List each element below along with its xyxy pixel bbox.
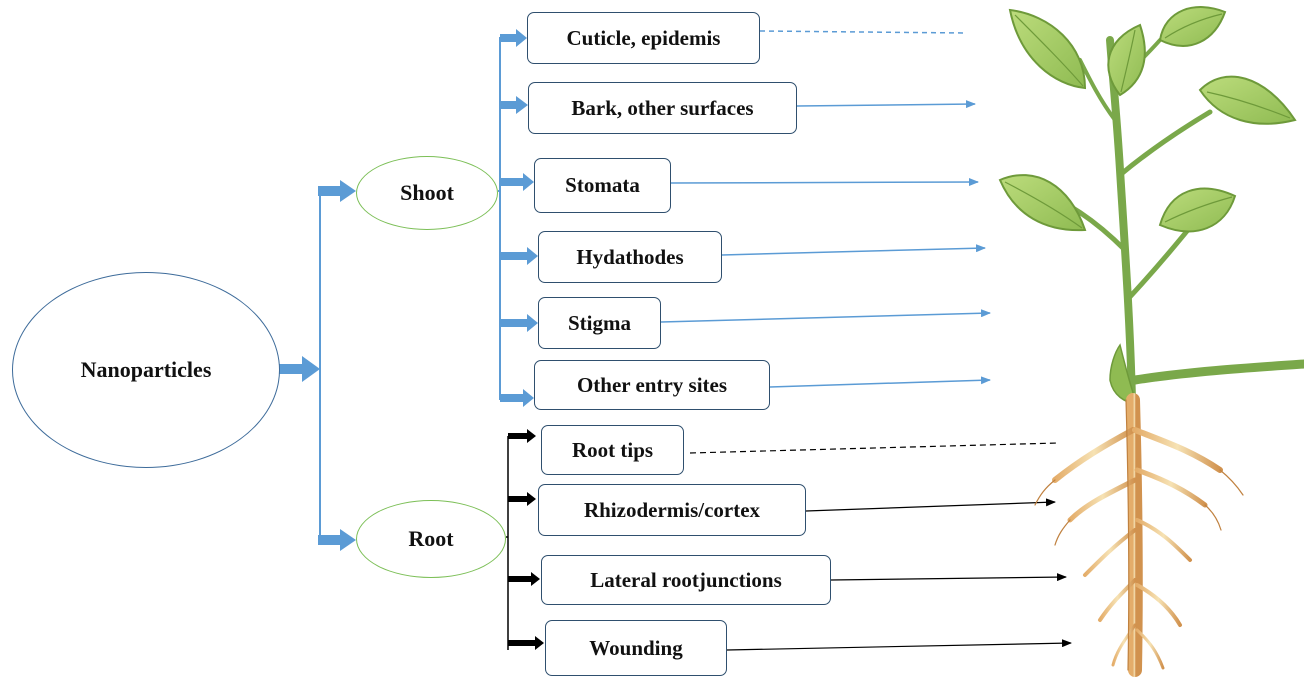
plant-illustration [998, 6, 1304, 677]
root-output-dashed [689, 442, 1059, 454]
shoot-site-arrow [500, 247, 538, 265]
root-site-arrow [508, 492, 536, 506]
site-box-root-tips: Root tips [541, 425, 684, 475]
shoot-node: Shoot [356, 156, 498, 230]
shoot-output-arrow [796, 100, 976, 109]
plant-root-accents [1034, 399, 1244, 671]
block-arrow-to-split [278, 356, 320, 382]
site-box-hydathodes: Hydathodes [538, 231, 722, 283]
root-site-arrow [508, 636, 544, 650]
site-box-wounding: Wounding [545, 620, 727, 676]
shoot-output-arrow [721, 244, 986, 256]
plant-stem-base [1109, 343, 1139, 407]
site-box-lateral-rootjunctions: Lateral rootjunctions [541, 555, 831, 605]
site-box-other-entry-sites: Other entry sites [534, 360, 770, 410]
root-output-arrow [726, 639, 1072, 651]
root-output-arrow [830, 573, 1067, 582]
shoot-site-arrow [500, 314, 538, 332]
root-site-arrow [508, 429, 536, 443]
shoot-output-arrow [660, 309, 991, 323]
nanoparticles-node: Nanoparticles [12, 272, 280, 468]
site-box-rhizodermis-cortex: Rhizodermis/cortex [538, 484, 806, 536]
plant-leaves [998, 6, 1297, 233]
block-arrow-to-shoot [318, 180, 356, 202]
shoot-output-arrow [670, 178, 979, 187]
site-box-cuticle-epidemis: Cuticle, epidemis [527, 12, 760, 64]
shoot-site-arrow [500, 173, 534, 191]
shoot-output-arrow [769, 376, 991, 388]
shoot-site-arrow [500, 96, 528, 114]
site-box-stomata: Stomata [534, 158, 671, 213]
plant-roots [1052, 393, 1223, 677]
plant-leaf-veins [1004, 13, 1291, 229]
block-arrow-to-root [318, 529, 356, 551]
site-box-stigma: Stigma [538, 297, 661, 349]
root-output-arrow [805, 498, 1056, 512]
root-site-arrow [508, 572, 540, 586]
root-node: Root [356, 500, 506, 578]
shoot-output-dashed [759, 30, 966, 34]
shoot-site-arrow [500, 29, 527, 47]
shoot-site-arrow [500, 389, 534, 407]
site-box-bark-other-surfaces: Bark, other surfaces [528, 82, 797, 134]
